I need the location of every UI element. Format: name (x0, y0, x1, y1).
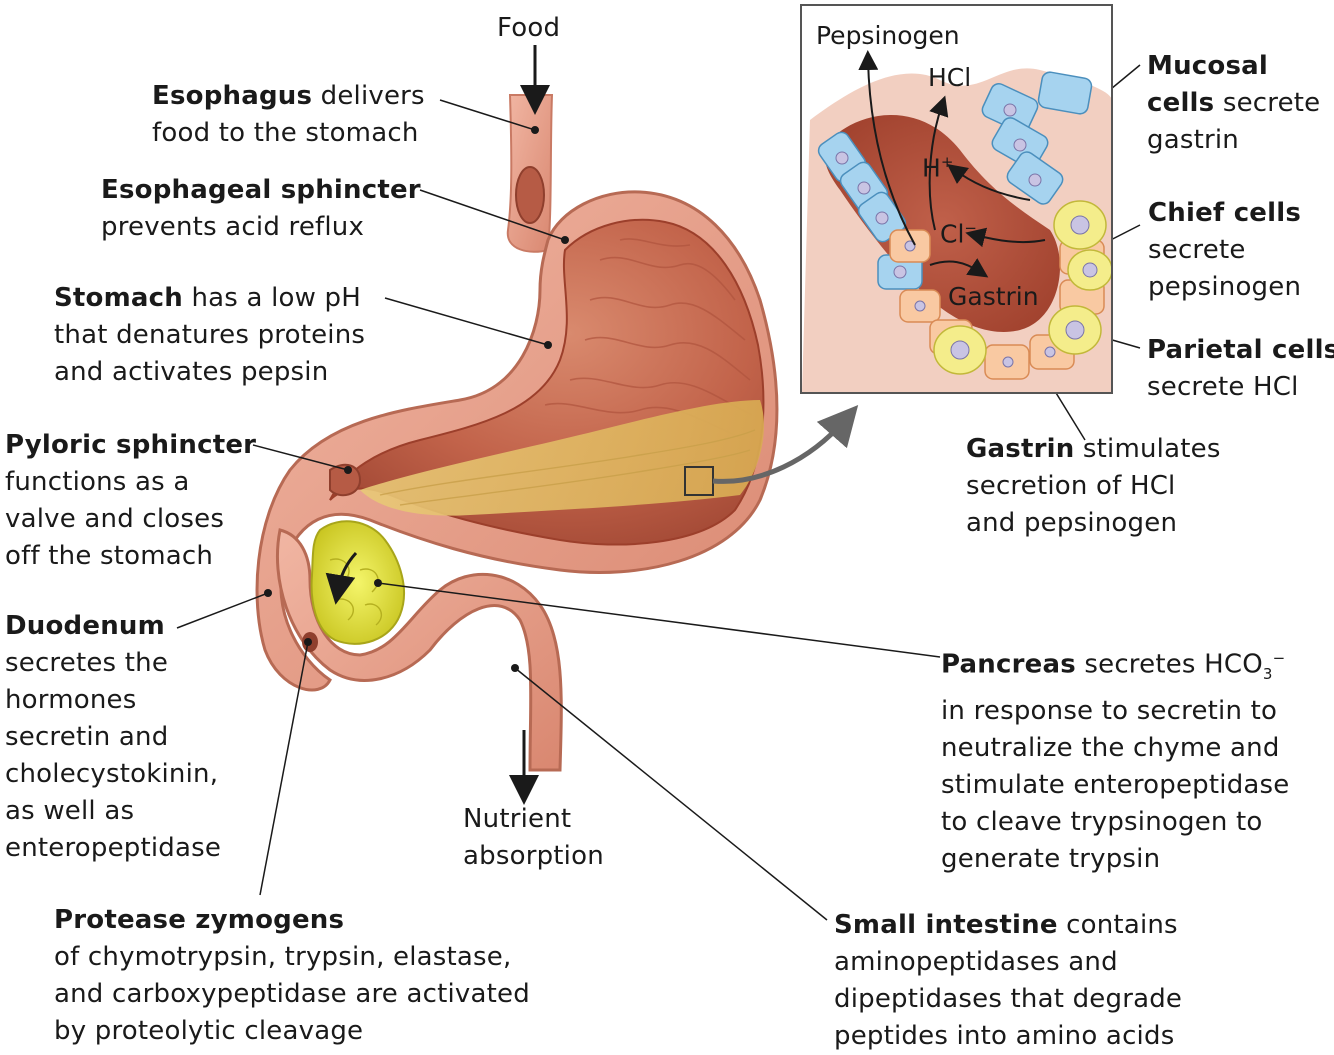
small-intestine-line4: peptides into amino acids (834, 1021, 1175, 1051)
chief-nuclei (904, 215, 1098, 368)
pancreas-line5: to cleave trypsinogen to (941, 806, 1263, 837)
stomach-line1: has a low pH (182, 283, 361, 313)
pyloric-sphincter-title: Pyloric sphincter (5, 430, 257, 460)
stomach-title: Stomach (54, 283, 183, 313)
pancreas-label: Pancreas secretes HCO3− in response to s… (941, 640, 1289, 878)
esophagus-line1: delivers (312, 81, 425, 111)
protease-zymogens-line2: of chymotrypsin, trypsin, elastase, (54, 942, 512, 972)
gastric-gland-illustration (802, 50, 1111, 392)
gastrin-title: Gastrin (966, 434, 1075, 464)
hplus-base: H (922, 153, 941, 183)
chief-cells-yellow (933, 200, 1111, 375)
pancreas-line6: generate trypsin (941, 843, 1161, 874)
stomach-label: Stomach has a low pH that denatures prot… (54, 280, 365, 391)
duodenum-label: Duodenum secretes the hormones secretin … (5, 608, 221, 867)
pyloric-sphincter-ring (329, 463, 362, 497)
inset-gastrin-label: Gastrin (948, 282, 1039, 311)
stomach-line3: and activates pepsin (54, 357, 329, 387)
pyloric-sphincter-label: Pyloric sphincter functions as a valve a… (5, 427, 256, 575)
pyloric-sphincter-line2: functions as a (5, 467, 190, 497)
protease-zymogens-label: Protease zymogens of chymotrypsin, tryps… (54, 902, 530, 1050)
food-label: Food (497, 13, 561, 43)
inset-hplus-label: H+ (922, 148, 953, 182)
pancreas-sup: − (1272, 649, 1286, 667)
nutrient-absorption-line1: Nutrient (463, 804, 572, 834)
hplus-sup: + (940, 153, 954, 171)
gastrin-line2: secretion of HCl (966, 471, 1176, 501)
esophageal-sphincter-ring (515, 166, 545, 224)
pancreas-line4: stimulate enteropeptidase (941, 769, 1290, 800)
duodenum-tube (275, 528, 563, 772)
small-intestine-title: Small intestine (834, 910, 1058, 940)
pancreas-line2: in response to secretin to (941, 695, 1278, 726)
chief-cells-label: Chief cells secrete pepsinogen (1148, 195, 1301, 306)
esophagus-title: Esophagus (152, 81, 313, 111)
clminus-sup: − (964, 219, 977, 237)
parietal-cells-title: Parietal cells (1147, 335, 1334, 365)
pyloric-sphincter-line4: off the stomach (5, 541, 214, 571)
mucosal-nuclei (835, 103, 1042, 279)
duodenum-line2: secretes the (5, 648, 169, 678)
stomach-line2: that denatures proteins (54, 320, 366, 350)
duodenum-line6: as well as (5, 796, 135, 826)
duodenum-title: Duodenum (5, 611, 165, 641)
stomach-rugae (544, 238, 753, 441)
gastrin-line1: stimulates (1074, 434, 1221, 464)
pyloric-sphincter-line3: valve and closes (5, 504, 225, 534)
duodenum-line7: enteropeptidase (5, 833, 222, 863)
esophageal-sphincter-title: Esophageal sphincter (101, 175, 421, 205)
inset-clminus-label: Cl− (940, 214, 977, 248)
nutrient-absorption-line2: absorption (463, 841, 604, 871)
pancreas-line3: neutralize the chyme and (941, 732, 1280, 763)
chyme-texture (379, 429, 756, 506)
small-intestine-label: Small intestine contains aminopeptidases… (834, 907, 1182, 1055)
small-intestine-line2: aminopeptidases and (834, 947, 1118, 977)
secretion-arrows (858, 50, 1046, 278)
inset-pepsinogen-label: Pepsinogen (816, 21, 960, 50)
protease-zymogens-line3: and carboxypeptidase are activated (54, 979, 530, 1009)
mucosal-cells-title2: cells (1147, 88, 1215, 118)
gastrin-label: Gastrin stimulates secretion of HCl and … (966, 431, 1221, 542)
mucosal-cells-label: Mucosal cells secrete gastrin (1147, 48, 1320, 159)
pancreas-line1: secretes HCO (1075, 649, 1263, 680)
duodenum-line3: hormones (5, 685, 137, 715)
chief-cells-line3: pepsinogen (1148, 272, 1302, 302)
small-intestine-line1: contains (1057, 910, 1178, 940)
clminus-base: Cl (940, 219, 965, 249)
nutrient-absorption-label: Nutrient absorption (463, 801, 604, 875)
zoom-connector-arrow (712, 404, 859, 484)
mucosal-cells-title1: Mucosal (1147, 51, 1268, 81)
duodenum-line5: cholecystokinin, (5, 759, 219, 789)
chyme-band (360, 400, 764, 516)
parietal-cells-label: Parietal cells secrete HCl (1147, 332, 1334, 406)
duodenum-line4: secretin and (5, 722, 169, 752)
mucosal-cells-line3: gastrin (1147, 125, 1239, 155)
inset-hcl-label: HCl (928, 63, 972, 92)
parietal-cells-line2: secrete HCl (1147, 372, 1299, 402)
esophageal-sphincter-label: Esophageal sphincter prevents acid reflu… (101, 172, 421, 246)
chief-cells-line2: secrete (1148, 235, 1246, 265)
esophagus-line2: food to the stomach (152, 118, 419, 148)
pancreas-title: Pancreas (941, 649, 1076, 680)
pancreas-sub: 3 (1262, 664, 1273, 683)
chyme-flow-arrow (325, 551, 358, 605)
pancreas (310, 520, 406, 645)
protease-zymogens-line4: by proteolytic cleavage (54, 1016, 364, 1046)
gastrin-line3: and pepsinogen (966, 508, 1178, 538)
chief-cells-title: Chief cells (1148, 198, 1302, 228)
small-intestine-line3: dipeptidases that degrade (834, 984, 1183, 1014)
esophageal-sphincter-line2: prevents acid reflux (101, 212, 365, 242)
protease-zymogens-title: Protease zymogens (54, 905, 345, 935)
mucosal-cells-line2: secrete (1214, 88, 1321, 118)
esophagus-label: Esophagus delivers food to the stomach (152, 78, 425, 152)
